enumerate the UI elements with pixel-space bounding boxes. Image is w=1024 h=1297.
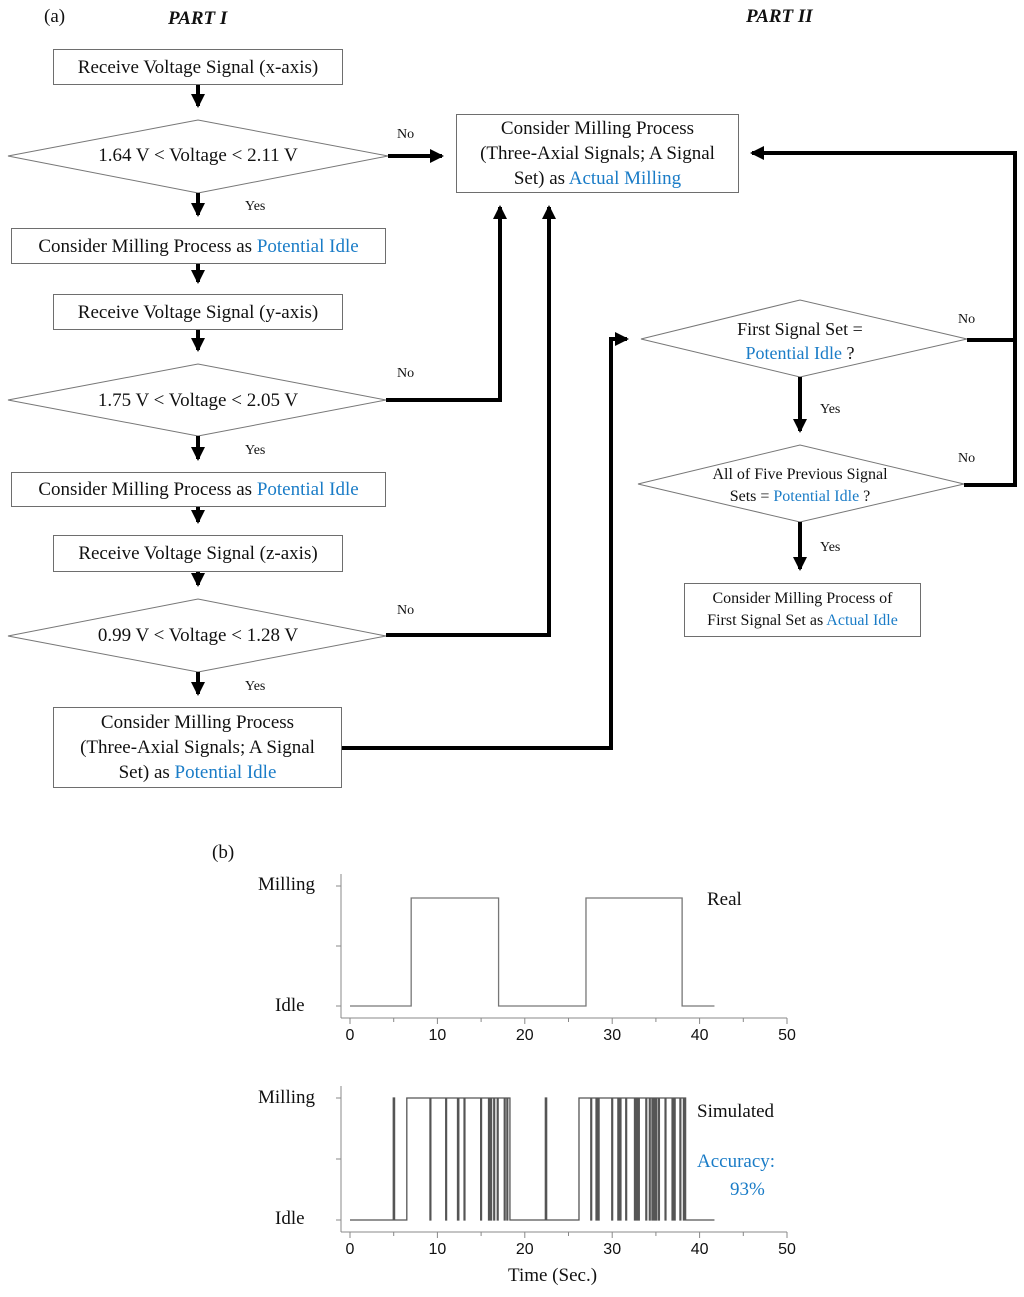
panel-a-label: (a) [44, 6, 66, 27]
potential-idle-set-line1: Consider Milling Process [100, 712, 295, 733]
actual-milling-line2: (Three-Axial Signals; A Signal [480, 143, 715, 164]
potential-idle-y-highlight: Potential Idle [256, 479, 359, 500]
potential-idle-x-highlight: Potential Idle [256, 235, 359, 257]
no-label-first-set: No [958, 312, 976, 327]
real-x-tick-label: 10 [429, 1027, 447, 1044]
sim-title: Simulated [697, 1101, 775, 1122]
part-2-title: PART II [746, 6, 813, 27]
yes-label-z: Yes [245, 679, 266, 694]
sim-x-tick-label: 40 [691, 1241, 709, 1258]
condition-x-text: 1.64 V < Voltage < 2.11 V [98, 145, 298, 166]
no-label-y: No [397, 366, 415, 381]
sim-x-tick-label: 30 [603, 1241, 621, 1258]
potential-idle-y-text: Consider Milling Process as [38, 479, 257, 500]
arrow-cond-z-no [386, 205, 556, 637]
real-x-tick-label: 30 [603, 1027, 621, 1044]
first-set-question: ? [841, 343, 855, 363]
sim-x-tick-label: 50 [778, 1241, 796, 1258]
actual-idle-box: Consider Milling Process of First Signal… [684, 583, 921, 637]
potential-idle-set-line3: Set) as [118, 762, 175, 783]
actual-milling-box: Consider Milling Process (Three-Axial Si… [456, 114, 739, 193]
receive-z-signal-text: Receive Voltage Signal (z-axis) [78, 543, 318, 564]
sim-y-label-idle: Idle [275, 1208, 305, 1229]
condition-y-text: 1.75 V < Voltage < 2.05 V [97, 390, 299, 411]
yes-label-five-prev: Yes [820, 540, 841, 555]
five-prev-question: ? [859, 488, 871, 505]
real-title: Real [707, 889, 742, 910]
no-label-z: No [397, 603, 415, 618]
real-x-tick-label: 50 [778, 1027, 796, 1044]
five-prev-text: All of Five Previous Signal Sets = Poten… [680, 464, 920, 508]
no-label-five-prev: No [958, 451, 976, 466]
potential-idle-x-box: Consider Milling Process as Potential Id… [11, 228, 386, 264]
five-prev-line2: Sets = [729, 488, 774, 505]
real-y-label-idle: Idle [275, 995, 305, 1016]
real-state-trace [350, 897, 715, 1007]
first-set-text: First Signal Set = Potential Idle ? [690, 317, 910, 365]
arrow-pot-set-to-first-set [342, 332, 629, 750]
potential-idle-x-text: Consider Milling Process as [38, 235, 257, 257]
actual-idle-line1: Consider Milling Process of [712, 590, 893, 607]
receive-z-signal-box: Receive Voltage Signal (z-axis) [53, 535, 343, 572]
no-label-x: No [397, 127, 415, 142]
receive-x-signal-box: Receive Voltage Signal (x-axis) [53, 49, 343, 85]
sim-x-tick-label: 20 [516, 1241, 534, 1258]
potential-idle-set-highlight: Potential Idle [174, 762, 277, 783]
potential-idle-set-line2: (Three-Axial Signals; A Signal [80, 737, 315, 758]
flowchart-connectors [7, 84, 1017, 750]
potential-idle-y-box: Consider Milling Process as Potential Id… [11, 472, 386, 507]
yes-label-y: Yes [245, 443, 266, 458]
condition-z-text: 0.99 V < Voltage < 1.28 V [97, 625, 299, 646]
accuracy-label: Accuracy: [697, 1151, 776, 1172]
yes-label-x: Yes [245, 199, 266, 214]
potential-idle-set-box: Consider Milling Process (Three-Axial Si… [53, 707, 342, 788]
five-prev-highlight: Potential Idle [773, 488, 860, 505]
arrow-cond-y-no [386, 205, 507, 402]
panel-b-label: (b) [212, 842, 235, 863]
sim-x-axis-label: Time (Sec.) [508, 1265, 598, 1286]
real-x-tick-label: 0 [346, 1027, 355, 1044]
actual-milling-line1: Consider Milling Process [500, 118, 695, 139]
actual-idle-highlight: Actual Idle [826, 612, 898, 629]
yes-label-first-set: Yes [820, 402, 841, 417]
actual-idle-line2: First Signal Set as [707, 612, 827, 629]
receive-x-signal-text: Receive Voltage Signal (x-axis) [77, 56, 319, 78]
sim-y-label-milling: Milling [258, 1087, 316, 1108]
real-x-tick-label: 20 [516, 1027, 534, 1044]
five-prev-line1: All of Five Previous Signal [712, 466, 888, 483]
real-y-label-milling: Milling [258, 874, 316, 895]
receive-y-signal-box: Receive Voltage Signal (y-axis) [53, 294, 343, 330]
first-set-highlight: Potential Idle [745, 343, 842, 363]
sim-state-trace [350, 1097, 715, 1221]
actual-milling-line3: Set) as [513, 168, 569, 189]
accuracy-value: 93% [730, 1179, 765, 1200]
real-x-tick-label: 40 [691, 1027, 709, 1044]
arrow-five-prev-no [750, 146, 1017, 487]
part-1-title: PART I [168, 8, 228, 29]
sim-x-tick-label: 10 [429, 1241, 447, 1258]
first-set-line1: First Signal Set = [737, 319, 863, 339]
receive-y-signal-text: Receive Voltage Signal (y-axis) [77, 301, 319, 323]
actual-milling-highlight: Actual Milling [568, 168, 682, 189]
sim-x-tick-label: 0 [346, 1241, 355, 1258]
